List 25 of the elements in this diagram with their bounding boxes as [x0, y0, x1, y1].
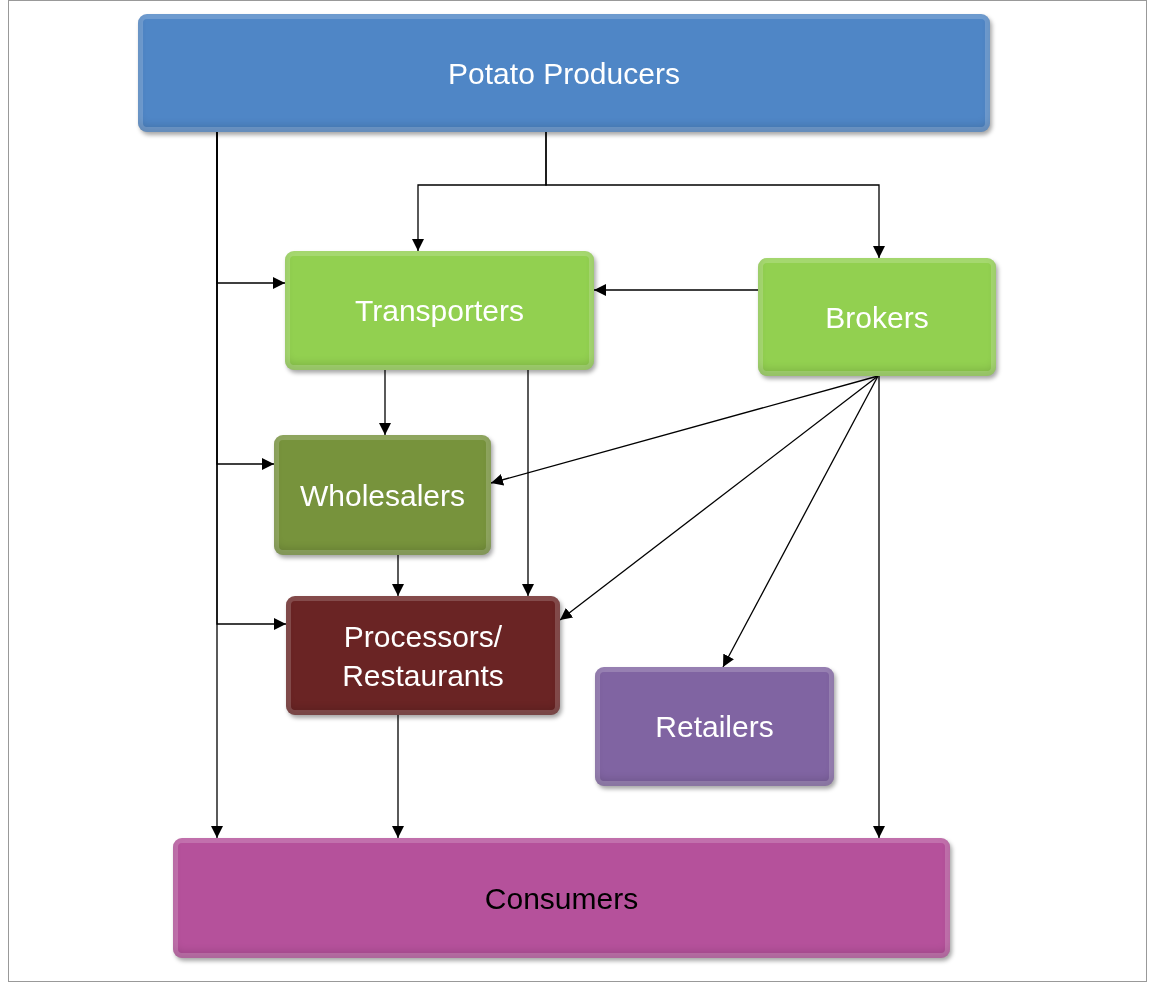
arrow: [379, 369, 391, 436]
arrow: [490, 375, 879, 486]
arrow: [545, 131, 885, 259]
arrow: [392, 554, 404, 597]
node-label: Transporters: [355, 293, 524, 329]
arrow: [593, 284, 759, 296]
process-box: [173, 838, 950, 958]
node-label: Processors/ Restaurants: [341, 618, 505, 694]
process-box: [138, 14, 990, 132]
node-label: Consumers: [484, 880, 639, 917]
node-label: Wholesalers: [299, 477, 466, 514]
node-label: Retailers: [655, 709, 774, 745]
process-box: [758, 258, 996, 376]
process-box: [285, 251, 594, 370]
process-box: [595, 667, 834, 786]
node-label: Potato Producers: [448, 55, 680, 92]
node-label: Brokers: [825, 299, 929, 336]
arrow: [392, 714, 404, 839]
arrow: [873, 375, 885, 839]
arrow: [722, 375, 879, 668]
arrow: [522, 369, 534, 597]
process-box: [274, 435, 491, 555]
arrow: [559, 375, 879, 621]
process-box: [286, 596, 560, 715]
arrow: [211, 131, 223, 839]
